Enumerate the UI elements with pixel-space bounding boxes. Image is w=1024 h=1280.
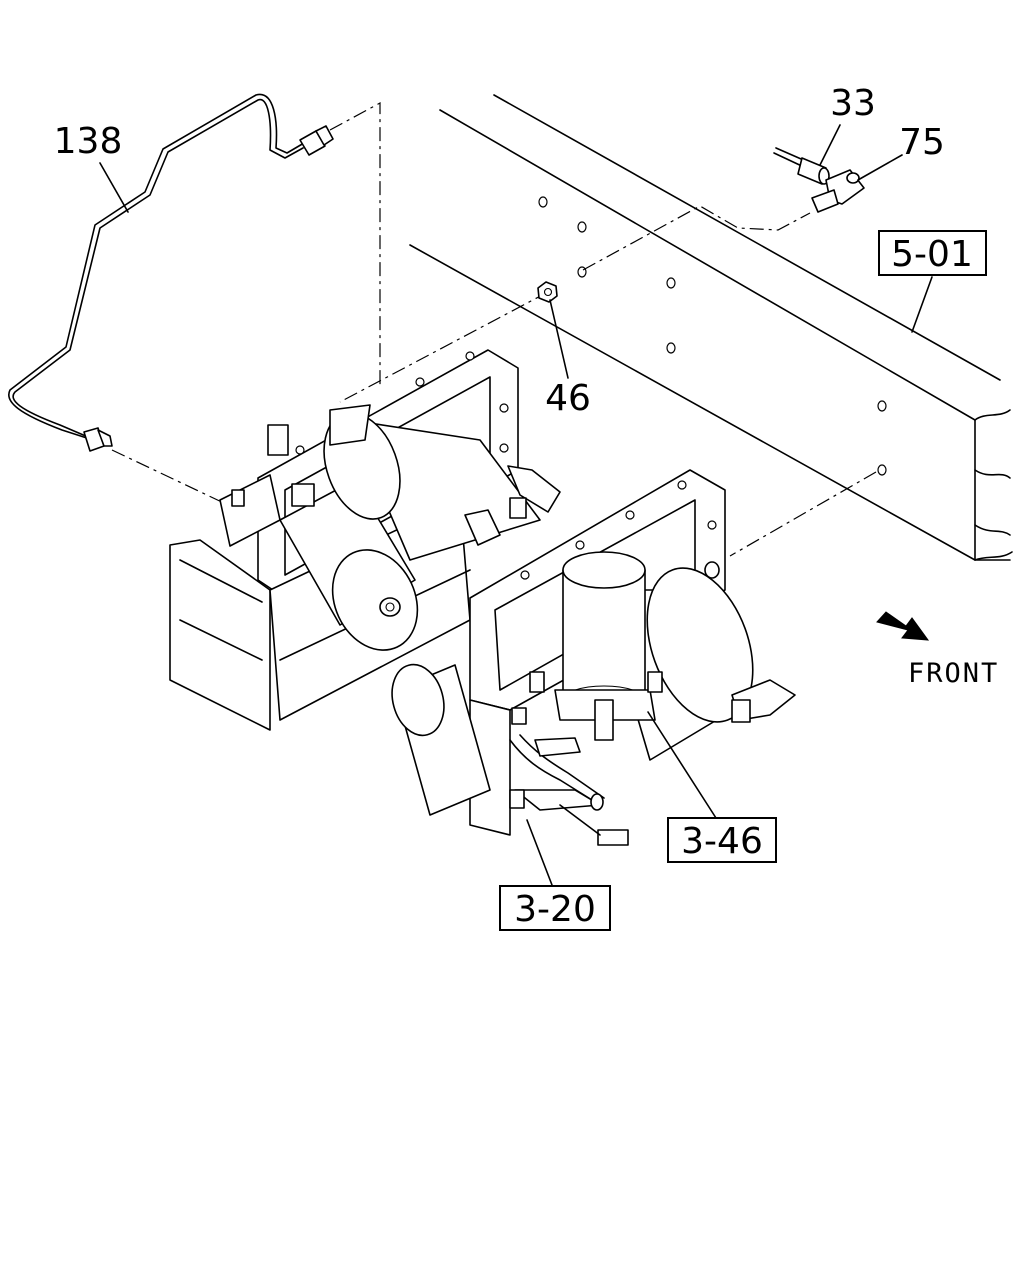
callout-320: 3-20 <box>514 889 596 930</box>
leader-33 <box>819 124 841 166</box>
callout-box-3-46: 3-46 <box>667 817 777 863</box>
callout-33: 33 <box>830 83 876 124</box>
compressor-cylinder <box>391 663 629 846</box>
leader-320 <box>526 819 553 886</box>
leader-rail-hole <box>582 205 811 271</box>
front-label: FRONT <box>908 658 999 689</box>
fitting-33 <box>773 147 830 185</box>
motor-cylinder-left <box>267 404 561 651</box>
dryer-tank <box>529 551 796 761</box>
brake-pipe-138 <box>8 93 334 452</box>
callout-138: 138 <box>54 121 123 162</box>
pipe-fitting-top <box>299 125 334 156</box>
leader-pipe-top <box>329 101 381 385</box>
front-arrow-icon <box>876 611 930 641</box>
leader-346 <box>647 711 717 819</box>
nut-46 <box>537 281 558 303</box>
leader-46 <box>549 299 569 379</box>
callout-501: 5-01 <box>891 234 973 275</box>
leader-75 <box>857 154 903 181</box>
leader-138 <box>99 162 129 213</box>
fitting-75 <box>811 169 865 213</box>
frame-rail <box>409 94 1013 561</box>
callout-75: 75 <box>899 122 945 163</box>
pipe-fitting-bottom <box>83 427 113 452</box>
callout-46: 46 <box>545 378 591 419</box>
leader-front-bracket <box>729 471 877 557</box>
leader-nut-46 <box>339 291 549 403</box>
leader-501 <box>911 276 933 333</box>
callout-box-3-20: 3-20 <box>499 885 611 931</box>
callout-box-5-01: 5-01 <box>878 230 987 276</box>
leader-pipe-bottom <box>111 449 229 506</box>
callout-346: 3-46 <box>681 821 763 862</box>
